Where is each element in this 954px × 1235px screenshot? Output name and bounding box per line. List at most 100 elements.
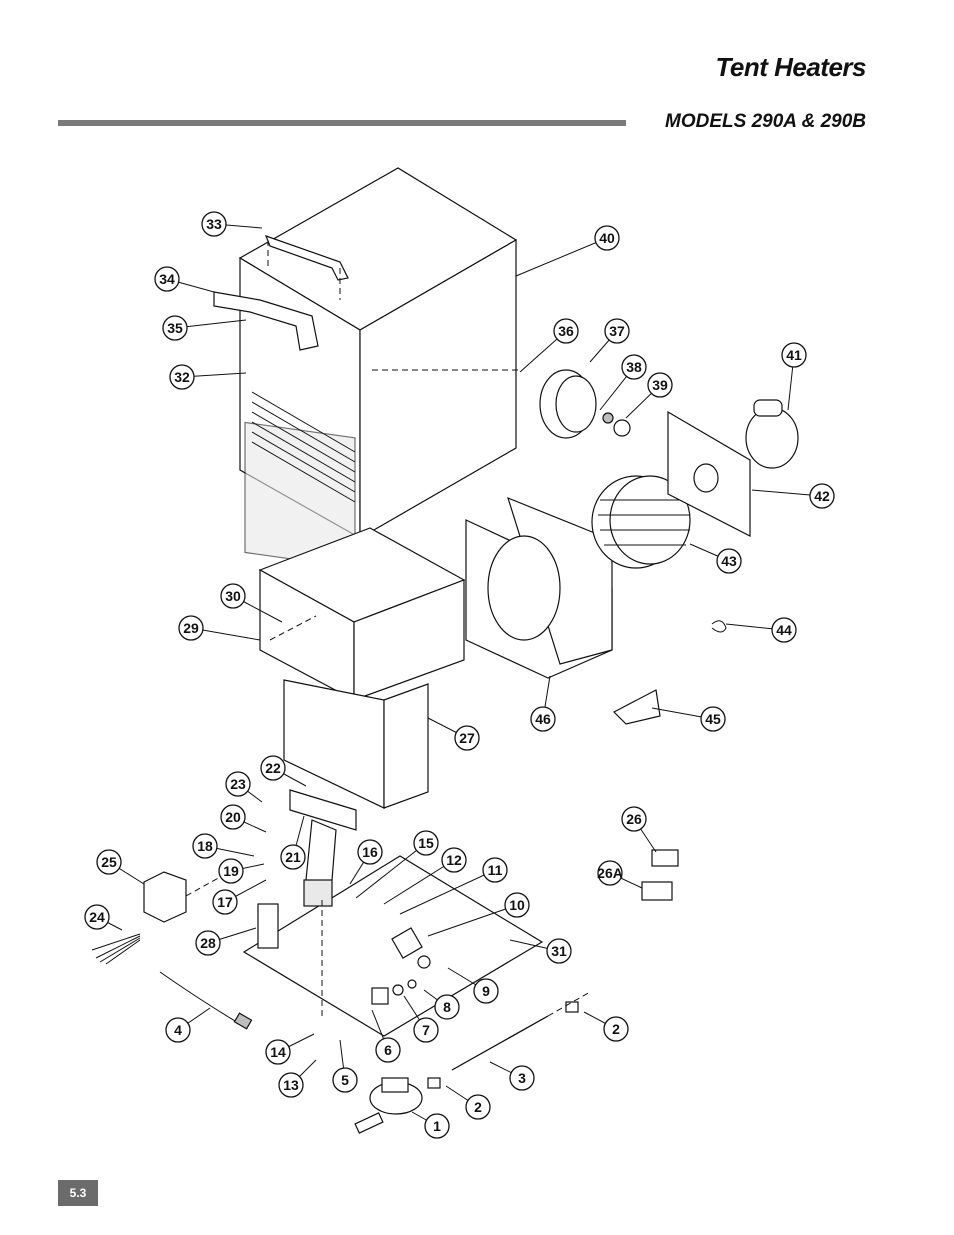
callout-16: 16 xyxy=(349,839,383,885)
deflector-part xyxy=(612,689,661,725)
callout-label: 34 xyxy=(159,271,175,287)
callout-label: 12 xyxy=(446,852,462,868)
callout-label: 37 xyxy=(609,323,625,339)
callout-label: 9 xyxy=(482,983,490,999)
callout-label: 26 xyxy=(626,811,642,827)
callout-42: 42 xyxy=(751,483,835,509)
callout-label: 38 xyxy=(626,359,642,375)
callout-circle xyxy=(454,725,480,751)
callout-circle xyxy=(434,994,460,1020)
callout-label: 15 xyxy=(418,835,434,851)
callout-5: 5 xyxy=(332,1039,358,1093)
callout-26a: 26A xyxy=(597,860,643,889)
callout-label: 39 xyxy=(652,377,668,393)
motor xyxy=(745,399,799,469)
callout-22: 22 xyxy=(260,755,307,787)
burner-assembly xyxy=(289,789,357,907)
callout-circle xyxy=(473,978,499,1004)
callout-circle xyxy=(332,1067,358,1093)
base-plate xyxy=(242,855,544,1037)
callout-label: 18 xyxy=(197,838,213,854)
transformer xyxy=(257,903,279,949)
callout-label: 5 xyxy=(341,1072,349,1088)
callout-circle xyxy=(771,617,797,643)
fan-pulley xyxy=(539,369,631,439)
callout-34: 34 xyxy=(154,266,215,293)
gas-valve xyxy=(371,927,431,1005)
control-box xyxy=(143,871,187,923)
blower-housing xyxy=(465,496,613,679)
callout-label: 23 xyxy=(230,776,246,792)
callout-circle xyxy=(597,860,623,886)
callout-circle xyxy=(504,892,530,918)
callout-30: 30 xyxy=(220,583,283,623)
callout-41: 41 xyxy=(781,342,807,411)
callout-36: 36 xyxy=(519,318,579,373)
callout-circle xyxy=(84,904,110,930)
callout-label: 33 xyxy=(206,216,222,232)
callout-circle xyxy=(716,548,742,574)
callout-circle xyxy=(280,844,306,870)
callout-19: 19 xyxy=(218,858,265,884)
callout-circle xyxy=(220,583,246,609)
callout-circle xyxy=(647,372,673,398)
callout-circle xyxy=(162,315,188,341)
callout-33: 33 xyxy=(201,211,263,237)
callout-circle xyxy=(96,849,122,875)
callout-label: 27 xyxy=(459,730,475,746)
callout-circle xyxy=(178,615,204,641)
callout-23: 23 xyxy=(225,771,263,803)
callout-24: 24 xyxy=(84,904,123,931)
callout-circle xyxy=(424,1113,450,1139)
callout-label: 1 xyxy=(433,1118,441,1134)
callout-circle xyxy=(700,706,726,732)
blower-wheel xyxy=(591,475,691,569)
callout-label: 35 xyxy=(167,320,183,336)
callout-9: 9 xyxy=(447,967,499,1004)
callout-label: 25 xyxy=(101,854,117,870)
callout-circle xyxy=(621,806,647,832)
callout-label: 32 xyxy=(174,369,190,385)
handle-part xyxy=(264,234,349,281)
callout-10: 10 xyxy=(427,892,530,937)
callout-25: 25 xyxy=(96,849,145,885)
callout-circle xyxy=(218,858,244,884)
callout-circle xyxy=(553,318,579,344)
callout-label: 43 xyxy=(721,553,737,569)
callout-4: 4 xyxy=(165,1007,211,1043)
callout-40: 40 xyxy=(515,225,620,277)
callout-circle xyxy=(375,1037,401,1063)
wiring-harness xyxy=(91,933,141,965)
callout-label: 4 xyxy=(174,1022,182,1038)
callout-29: 29 xyxy=(178,615,261,641)
switch-cover xyxy=(651,849,679,867)
header-rule xyxy=(58,120,626,126)
callout-circle xyxy=(278,1072,304,1098)
callout-circle xyxy=(621,354,647,380)
bracket-part xyxy=(213,291,319,351)
callout-label: 11 xyxy=(488,862,503,878)
callout-31: 31 xyxy=(509,938,572,964)
callout-label: 6 xyxy=(384,1042,392,1058)
callout-circle xyxy=(192,833,218,859)
clip-part xyxy=(711,620,727,633)
callout-label: 36 xyxy=(558,323,574,339)
callout-leader xyxy=(427,904,518,937)
callout-circle xyxy=(546,938,572,964)
callout-leader xyxy=(399,869,496,915)
fitting-part xyxy=(565,1001,579,1013)
callout-label: 40 xyxy=(599,230,615,246)
callout-leader xyxy=(383,859,455,905)
callout-circle xyxy=(225,771,251,797)
callout-11: 11 xyxy=(399,857,508,915)
callout-35: 35 xyxy=(162,315,247,341)
callout-label: 29 xyxy=(183,620,199,636)
callout-label: 45 xyxy=(705,711,721,727)
callout-circle xyxy=(357,839,383,865)
callout-26: 26 xyxy=(621,806,657,853)
callout-label: 13 xyxy=(283,1077,299,1093)
callout-circle xyxy=(482,857,508,883)
callout-label: 41 xyxy=(786,347,802,363)
callout-leader xyxy=(355,842,427,899)
page-number: 5.3 xyxy=(58,1180,98,1206)
